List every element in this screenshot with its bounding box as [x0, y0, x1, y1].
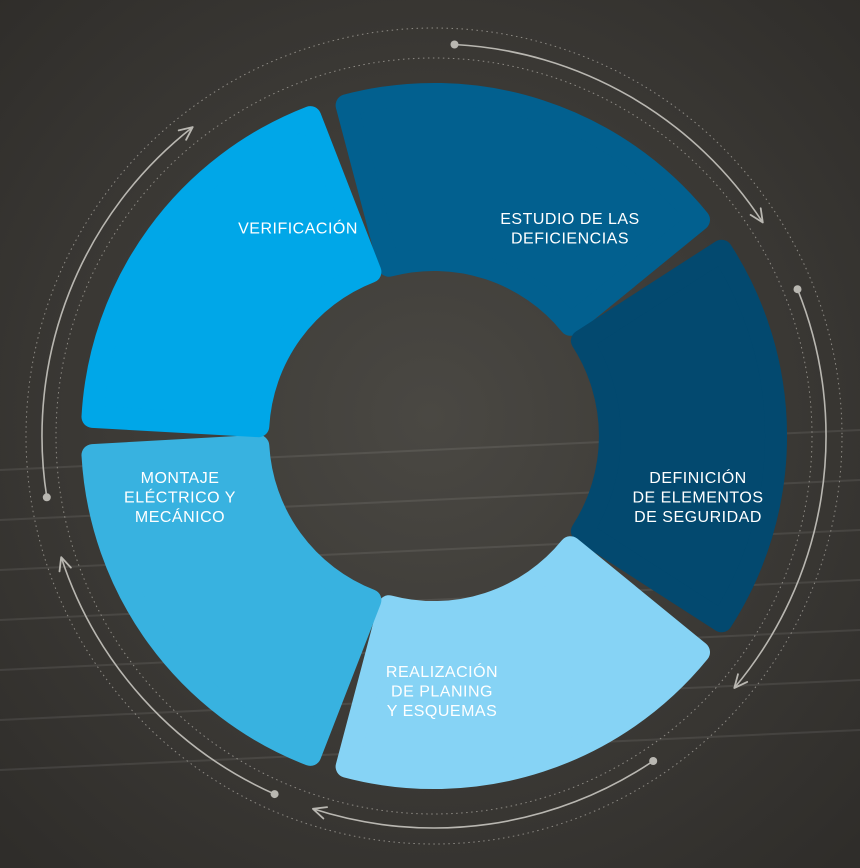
label-line: MONTAJE	[141, 470, 220, 487]
arrowhead-icon	[177, 126, 194, 141]
segment-verificacion	[335, 82, 710, 336]
label-line: DEFINICIÓN	[649, 468, 746, 487]
label-verificacion: VERIFICACIÓN	[238, 219, 358, 238]
cycle-arrow-arc	[60, 556, 275, 795]
arrowhead-icon	[749, 207, 764, 224]
label-line: MECÁNICO	[135, 507, 225, 526]
cycle-arrow-dot	[270, 790, 279, 799]
label-line: ESTUDIO DE LAS	[500, 211, 639, 228]
label-line: DEFICIENCIAS	[511, 230, 629, 247]
label-realizacion: REALIZACIÓN DE PLANING Y ESQUEMAS	[386, 662, 498, 720]
cycle-arrow-dot	[42, 493, 51, 502]
dotted-ring-inner	[55, 57, 813, 815]
segment-montaje	[81, 106, 382, 438]
labels-layer: VERIFICACIÓN ESTUDIO DE LAS DEFICIENCIAS DE…	[124, 211, 763, 720]
cycle-arrow-arc	[41, 126, 194, 498]
cycle-arrow-dot	[450, 40, 459, 49]
segment-estudio	[570, 239, 788, 633]
arrowhead-icon	[58, 556, 72, 573]
label-line: DE ELEMENTOS	[632, 490, 763, 507]
label-definicion: DEFINICIÓN DE ELEMENTOS DE SEGURIDAD	[632, 468, 763, 526]
label-line: DE PLANING	[391, 684, 493, 701]
cycle-arrow-dot	[793, 285, 802, 294]
label-line: DE SEGURIDAD	[634, 509, 762, 526]
cycle-arrow-arc	[454, 43, 764, 223]
segment-definicion	[335, 536, 710, 790]
arrowhead-icon	[312, 806, 328, 820]
label-line: REALIZACIÓN	[386, 662, 498, 681]
label-line: VERIFICACIÓN	[238, 219, 358, 238]
cycle-arrows	[41, 40, 827, 829]
cycle-arrow-arc	[312, 760, 654, 829]
arrowhead-icon	[733, 673, 749, 689]
label-estudio: ESTUDIO DE LAS DEFICIENCIAS	[500, 211, 639, 248]
cycle-arrow-dot	[649, 757, 658, 765]
cycle-arrow-arc	[733, 288, 827, 689]
label-line: ELÉCTRICO Y	[124, 488, 236, 507]
label-line: Y ESQUEMAS	[387, 703, 498, 720]
dotted-ring-outer	[25, 27, 843, 845]
segments-layer	[81, 82, 788, 790]
segment-realizacion	[81, 434, 382, 766]
